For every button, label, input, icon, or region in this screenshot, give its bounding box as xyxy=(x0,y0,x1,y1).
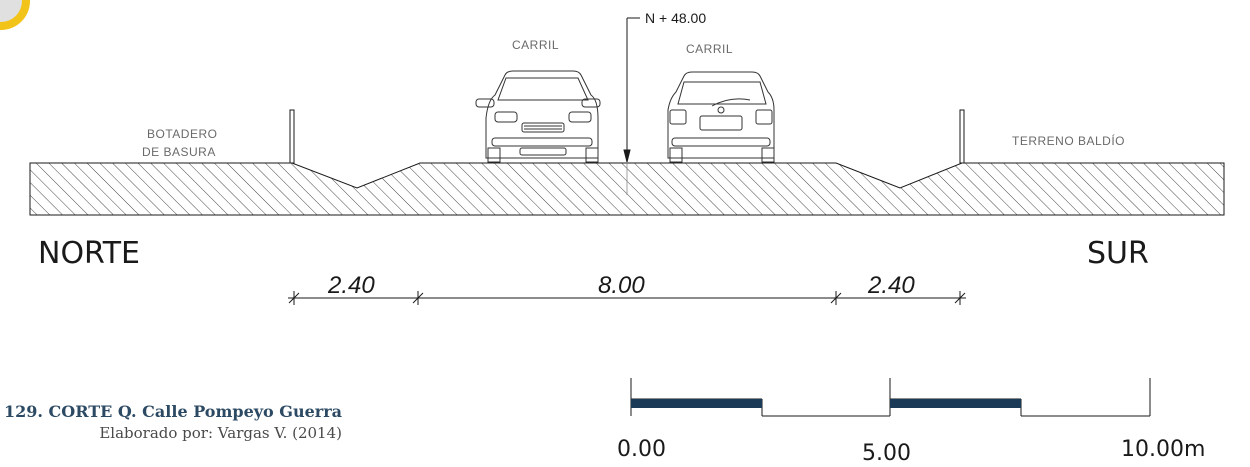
scale-bar-segment-1 xyxy=(631,399,762,408)
right-post xyxy=(959,109,965,164)
car-rear-view xyxy=(667,71,775,163)
dimension-label-right: 2.40 xyxy=(867,272,915,299)
botadero-label-line2: DE BASURA xyxy=(142,145,216,159)
dimension-label-left: 2.40 xyxy=(327,272,375,299)
dimension-label-center: 8.00 xyxy=(598,272,645,299)
sur-label: SUR xyxy=(1087,236,1149,271)
car-front-view xyxy=(475,70,601,163)
scale-label-middle: 5.00 xyxy=(862,441,911,466)
botadero-label-line1: BOTADERO xyxy=(147,127,217,141)
figure-caption-title: Figura 129. CORTE Q. Calle Pompeyo Guerr… xyxy=(0,402,342,421)
left-post xyxy=(289,109,295,164)
carril-label-right: CARRIL xyxy=(686,42,733,56)
scale-label-start: 0.00 xyxy=(617,437,666,462)
terreno-label: TERRENO BALDÍO xyxy=(1012,133,1125,148)
carril-label-left: CARRIL xyxy=(512,38,559,52)
dimension-line xyxy=(288,291,966,305)
scale-bar xyxy=(630,378,1151,417)
corner-badge-icon xyxy=(0,0,30,30)
scale-label-end: 10.00m xyxy=(1121,437,1205,462)
station-marker xyxy=(623,17,640,195)
station-label: N + 48.00 xyxy=(645,10,706,26)
norte-label: NORTE xyxy=(38,236,140,271)
scale-bar-segment-2 xyxy=(890,399,1021,408)
figure-caption-credit: Elaborado por: Vargas V. (2014) xyxy=(99,424,342,442)
